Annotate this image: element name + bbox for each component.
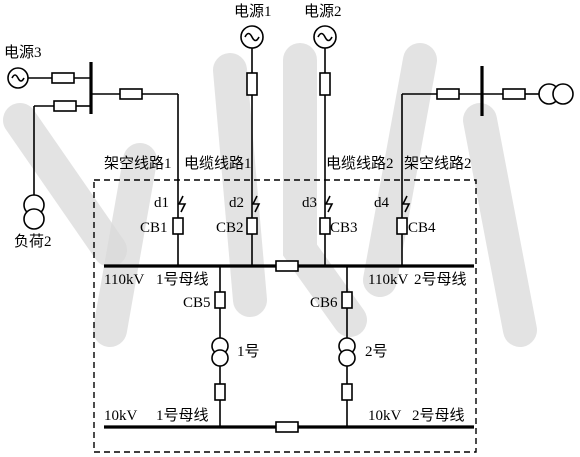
label-transformer2: 2号 <box>365 344 388 360</box>
label-cable-line1: 电缆线路1 <box>184 155 252 172</box>
load2-group <box>23 100 91 230</box>
right-external-group <box>401 66 574 218</box>
load2-line-element <box>53 100 77 112</box>
overhead-line1-element <box>119 88 143 100</box>
label-bus-110kv-1-name: 1号母线 <box>156 271 209 288</box>
source3-group <box>7 67 91 89</box>
breaker-cb3 <box>319 217 331 235</box>
bus-tie-110kv <box>275 260 299 272</box>
breaker-cb1 <box>172 217 184 235</box>
label-cb3: CB3 <box>330 220 358 236</box>
watermark <box>3 43 537 347</box>
label-bus-10kv-1-name: 1号母线 <box>156 407 209 424</box>
label-cb6: CB6 <box>310 295 338 311</box>
label-fault-d3: d3 <box>302 195 317 211</box>
source1-group <box>240 25 264 218</box>
label-transformer1: 1号 <box>237 344 260 360</box>
label-bus-10kv-2-voltage: 10kV <box>368 408 402 424</box>
label-bus-10kv-1-voltage: 10kV <box>104 408 138 424</box>
label-fault-d4: d4 <box>374 195 390 211</box>
breaker-cb4 <box>396 217 408 235</box>
label-bus-110kv-2-voltage: 110kV <box>368 272 408 288</box>
label-cb1: CB1 <box>140 220 168 236</box>
fault-d4-lightning-icon <box>401 195 411 213</box>
label-bus-110kv-2-name: 2号母线 <box>414 271 467 288</box>
fault-d2-lightning-icon <box>251 195 261 213</box>
label-overhead-line1: 架空线路1 <box>104 155 172 172</box>
label-overhead-line2: 架空线路2 <box>404 155 472 172</box>
fault-d1-lightning-icon <box>177 195 187 213</box>
label-cb2: CB2 <box>216 220 244 236</box>
bus-tie-10kv <box>275 421 299 433</box>
substation-boundary <box>93 179 477 453</box>
cable-line1-element <box>246 72 258 96</box>
label-source2: 电源2 <box>304 3 342 20</box>
label-source1: 电源1 <box>234 3 272 20</box>
breaker-cb6 <box>341 291 353 309</box>
source2-group <box>313 25 337 218</box>
transformer2-lv-breaker <box>341 383 353 401</box>
cable-line2-element <box>319 72 331 96</box>
label-bus-10kv-2-name: 2号母线 <box>412 407 465 424</box>
label-bus-110kv-1-voltage: 110kV <box>104 272 144 288</box>
breaker-cb5 <box>214 291 226 309</box>
fault-d3-lightning-icon <box>324 195 334 213</box>
label-source3: 电源3 <box>4 44 42 61</box>
label-cb4: CB4 <box>408 220 436 236</box>
overhead-line2-element <box>436 88 460 100</box>
source3-line-element <box>51 72 75 84</box>
breaker-cb2 <box>246 217 258 235</box>
label-fault-d1: d1 <box>154 195 169 211</box>
transformer1-lv-breaker <box>214 383 226 401</box>
label-fault-d2: d2 <box>229 195 244 211</box>
right-external-line-element <box>502 88 526 100</box>
label-load2: 负荷2 <box>14 233 52 250</box>
label-cb5: CB5 <box>183 295 211 311</box>
label-cable-line2: 电缆线路2 <box>326 155 394 172</box>
